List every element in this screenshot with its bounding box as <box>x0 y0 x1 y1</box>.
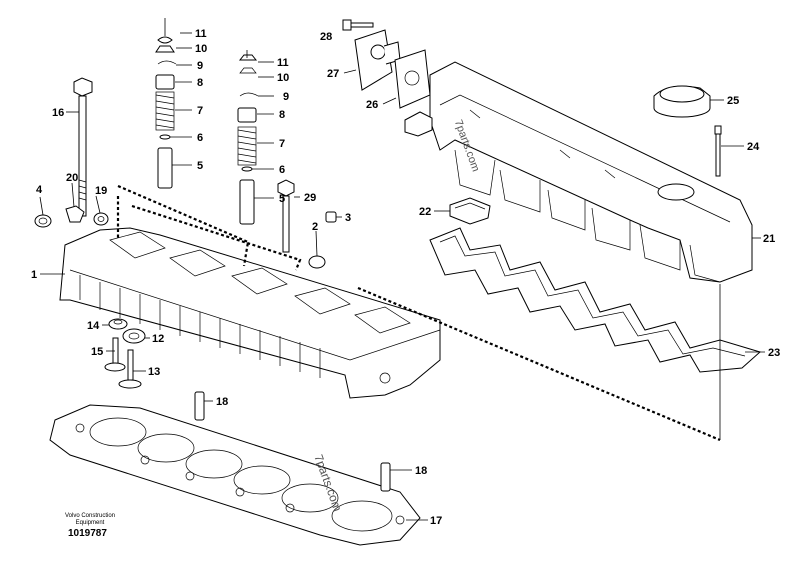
callout-15: 15 <box>91 346 103 358</box>
callout-16: 16 <box>52 107 64 119</box>
callout-8b: 8 <box>279 109 285 121</box>
oil-filler-cap <box>653 85 711 118</box>
callout-18b: 18 <box>415 465 427 477</box>
callout-6a: 6 <box>197 132 203 144</box>
plug-3 <box>325 211 337 223</box>
callout-20: 20 <box>66 172 78 184</box>
callout-11b: 11 <box>277 57 289 69</box>
breather-22 <box>449 197 491 225</box>
valve-train-middle <box>237 50 259 225</box>
valve-train-left <box>155 18 177 189</box>
credit-line-2: Equipment <box>75 520 105 526</box>
callout-29: 29 <box>304 192 316 204</box>
valve-seal-14 <box>108 318 128 330</box>
callout-labels: 11 10 9 8 7 6 5 11 10 9 8 7 6 5 29 16 4 … <box>31 28 780 527</box>
dowel-pin-18a <box>194 391 205 421</box>
callout-12: 12 <box>152 333 164 345</box>
callout-22: 22 <box>419 206 431 218</box>
credit-line-1: Volvo Construction <box>64 513 116 519</box>
dashed-line-c <box>131 204 302 271</box>
valve-13 <box>118 349 142 389</box>
callout-5b: 5 <box>279 193 285 205</box>
callout-5a: 5 <box>197 160 203 172</box>
callout-9b: 9 <box>283 91 289 103</box>
callout-11a: 11 <box>195 28 207 40</box>
valve-15 <box>104 337 126 372</box>
callout-24: 24 <box>747 141 760 153</box>
bolt-28 <box>342 19 374 31</box>
callout-10a: 10 <box>195 43 207 55</box>
callout-3: 3 <box>345 212 351 224</box>
callout-4: 4 <box>36 184 43 196</box>
callout-6b: 6 <box>279 164 285 176</box>
callout-7a: 7 <box>197 105 203 117</box>
callout-14: 14 <box>87 320 100 332</box>
callout-25: 25 <box>727 95 739 107</box>
illustration-number: 1019787 <box>68 528 107 539</box>
bolt-16 <box>73 77 93 217</box>
callout-19: 19 <box>95 185 107 197</box>
bolt-24 <box>714 125 722 177</box>
callout-8a: 8 <box>197 77 203 89</box>
callout-1: 1 <box>31 269 37 281</box>
callout-18a: 18 <box>216 396 228 408</box>
publisher-credit: Volvo Construction Equipment <box>60 513 120 527</box>
callout-10b: 10 <box>277 72 289 84</box>
callout-27: 27 <box>327 68 339 80</box>
cover-plate-27 <box>354 29 401 91</box>
callout-2: 2 <box>312 221 318 233</box>
plug-4 <box>34 214 52 228</box>
leader-lines <box>39 32 765 521</box>
head-gasket <box>49 404 421 546</box>
gasket-26 <box>394 49 431 109</box>
washer-19 <box>93 212 109 226</box>
valve-cover-gasket <box>429 227 762 373</box>
valve-seat-12 <box>122 328 146 344</box>
callout-21: 21 <box>763 233 775 245</box>
callout-13: 13 <box>148 366 160 378</box>
callout-7b: 7 <box>279 138 285 150</box>
callout-9a: 9 <box>197 60 203 72</box>
callout-17: 17 <box>430 515 442 527</box>
dashed-line-d <box>357 286 721 442</box>
callout-23: 23 <box>768 347 780 359</box>
valve-cover <box>404 61 753 283</box>
callout-26: 26 <box>366 99 378 111</box>
dowel-pin-18b <box>380 462 391 492</box>
cylinder-head <box>59 227 441 399</box>
callout-28: 28 <box>320 31 332 43</box>
bolt-29 <box>277 179 295 253</box>
plug-2 <box>308 255 326 269</box>
